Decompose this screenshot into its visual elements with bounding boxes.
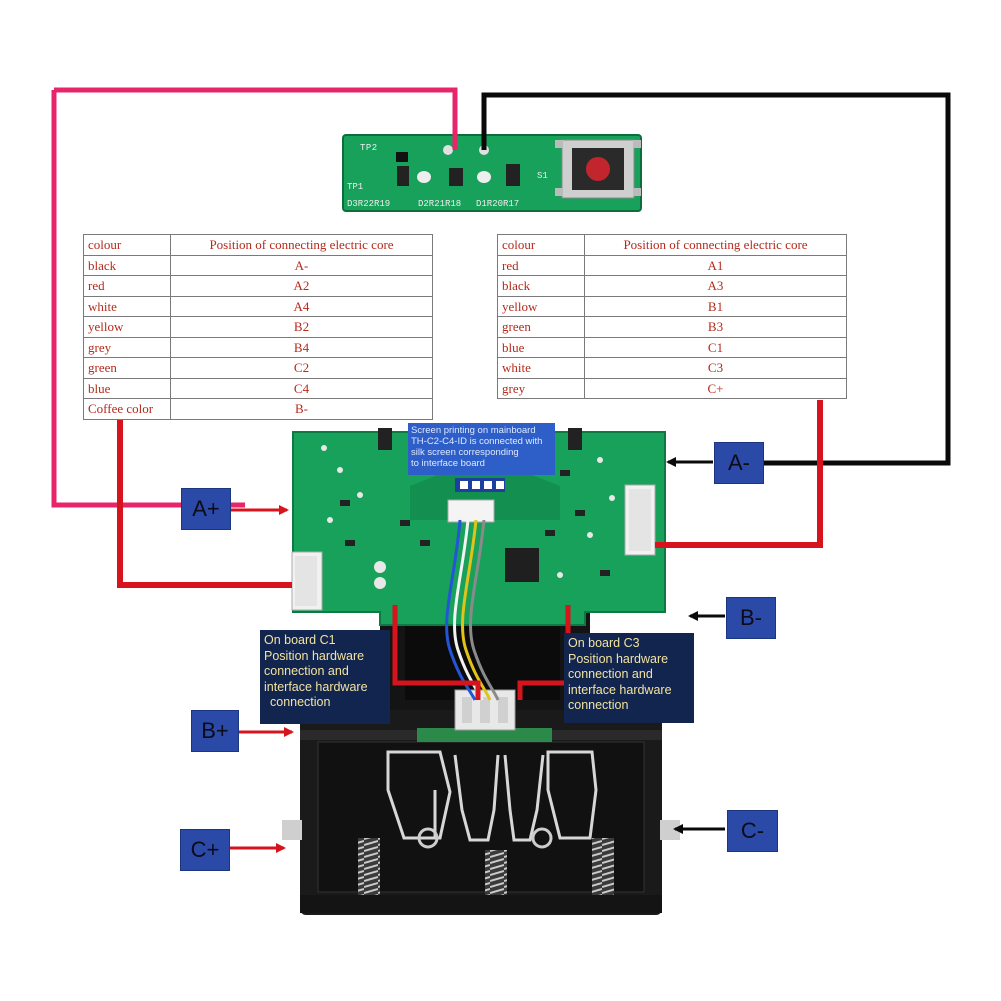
cell-colour: green [83,357,171,379]
cell-position: A- [170,254,433,276]
ribbon-cable [445,519,500,701]
silk-bottom-mid: D2R21R18 [418,199,461,209]
note-line: to interface board [411,458,485,469]
mainboard-silkscreen-note: Screen printing on mainboard TH-C2-C4-ID… [408,423,555,475]
cell-position: A4 [170,295,433,317]
red-wire-c1 [392,605,481,700]
left-wiring-table: colour Position of connecting electric c… [83,234,433,420]
cell-position: C+ [584,377,847,399]
cell-colour: yellow [497,295,585,317]
cell-colour: blue [83,377,171,399]
cell-colour: grey [83,336,171,358]
terminal-a-minus-label: A- [714,442,764,484]
cell-colour: white [83,295,171,317]
silk-bottom-left: D3R22R19 [347,199,390,209]
note-line: connection and [568,667,653,681]
note-line: On board C3 [568,636,640,650]
note-line: silk screen corresponding [411,447,519,458]
terminal-c-plus-label: C+ [180,829,230,871]
cell-position: B1 [584,295,847,317]
silk-s1: S1 [537,171,548,181]
cell-position: B3 [584,316,847,338]
terminal-b-minus-label: B- [726,597,776,639]
cell-colour: yellow [83,316,171,338]
table-header: colour Position of connecting electric c… [497,234,847,256]
c1-note: On board C1 Position hardware connection… [260,630,390,724]
header-position: Position of connecting electric core [170,234,433,256]
cell-colour: black [83,254,171,276]
reset-button-icon [586,157,610,181]
cell-position: C4 [170,377,433,399]
red-wire-left [117,420,292,588]
header-colour: colour [497,234,585,256]
cell-colour: green [497,316,585,338]
table-header: colour Position of connecting electric c… [83,234,433,256]
cell-position: C2 [170,357,433,379]
silk-bottom-right: D1R20R17 [476,199,519,209]
cell-colour: white [497,357,585,379]
note-line: connection and [264,664,349,678]
note-line: interface hardware [264,679,368,694]
cell-colour: grey [497,377,585,399]
cell-position: B4 [170,336,433,358]
header-position: Position of connecting electric core [584,234,847,256]
note-line: On board C1 [264,633,336,647]
silk-tp1: TP1 [347,182,363,192]
cell-position: A3 [584,275,847,297]
black-wire [481,92,951,466]
contact-clips [386,750,598,842]
red-wire-right [655,400,823,548]
cell-position: B2 [170,316,433,338]
note-line: Screen printing on mainboard [411,425,536,436]
note-line: Position hardware [568,651,669,666]
cell-position: C3 [584,357,847,379]
header-colour: colour [83,234,171,256]
terminal-b-plus-label: B+ [191,710,239,752]
main-pcb [291,428,666,626]
battery-connector-housing [282,710,680,915]
note-line: interface hardware [568,682,672,697]
cell-colour: Coffee color [83,398,171,420]
note-line: TH-C2-C4-ID is connected with [411,436,543,447]
cell-colour: red [497,254,585,276]
silk-tp2: TP2 [360,143,378,153]
cell-position: B- [170,398,433,420]
note-line: connection [568,698,629,712]
cell-position: C1 [584,336,847,358]
right-wiring-table: colour Position of connecting electric c… [497,234,847,399]
cell-colour: blue [497,336,585,358]
note-line: Position hardware [264,648,365,663]
terminal-c-minus-label: C- [727,810,778,852]
small-pcb: TP2 TP1 S1 D3R22R19 D2R21R18 D1R20R17 [342,134,642,212]
note-line: connection [270,695,331,709]
cell-colour: black [497,275,585,297]
c3-note: On board C3 Position hardware connection… [564,633,694,723]
terminal-a-plus-label: A+ [181,488,231,530]
cell-colour: red [83,275,171,297]
cell-position: A2 [170,275,433,297]
cell-position: A1 [584,254,847,276]
